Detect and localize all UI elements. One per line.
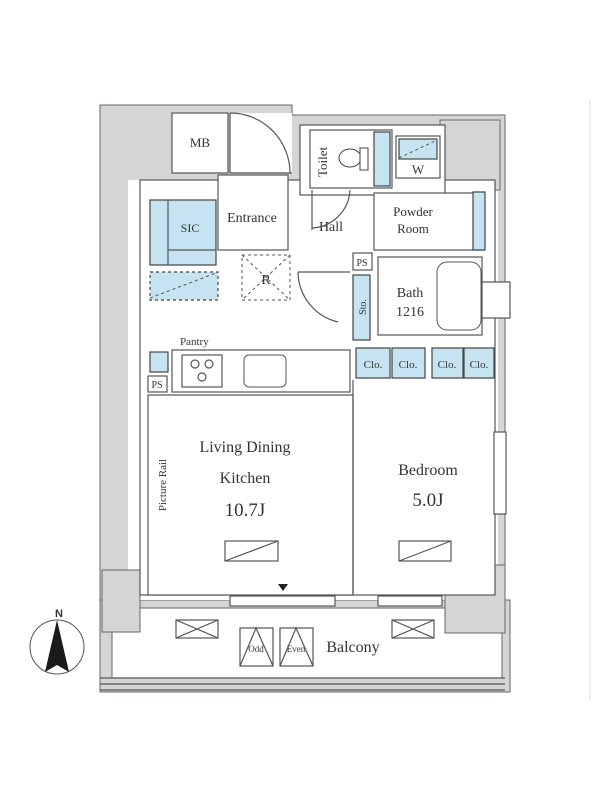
even-refuse-hatch [279,627,314,667]
hall-door[interactable] [297,271,350,323]
north-arrow-icon [45,620,69,672]
bedroom-size: 5.0J [412,490,443,511]
ldk-label-2: Kitchen [220,470,271,487]
closet-label: Clo. [438,359,457,371]
closets: Clo. Clo. Clo. Clo. [355,347,495,379]
picture-rail-label: Picture Rail [157,459,169,511]
closet-label: Clo. [470,359,489,371]
powder-room-label-2: Room [397,221,429,236]
closet[interactable] [355,347,391,379]
closet-label: Clo. [399,359,418,371]
pantry-label: Pantry [180,336,209,348]
refrigerator-space [241,254,291,301]
refrigerator-label: R [261,273,271,288]
ps-shaft [352,252,373,271]
toilet-bowl-icon [338,148,362,168]
ps-kitchen-label: PS [151,380,162,391]
odd-refuse-hatch [239,627,274,667]
ldk-label-1: Living Dining [199,439,290,456]
compass-north-label: N [55,608,63,620]
washer-label: W [412,162,425,177]
closet[interactable] [463,347,495,379]
balcony-label: Balcony [326,639,379,656]
mb-label: MB [190,135,211,150]
ldk-size: 10.7J [225,500,266,521]
bathtub [436,261,482,331]
mb-closet [171,112,229,174]
bath-label-1: Bath [397,286,423,301]
hall-label: Hall [319,220,343,235]
bedroom-label: Bedroom [398,462,458,479]
even-label: Even [287,644,306,654]
odd-label: Odd [248,644,264,654]
storage [352,274,371,341]
sink-icon [243,354,287,388]
ps-hall-label: PS [356,258,367,269]
entrance-area [217,174,289,251]
powder-room [373,192,485,251]
closet-label: Clo. [364,359,383,371]
sic-label: SIC [181,221,200,235]
entry-marker-icon [278,584,288,591]
entrance-door[interactable] [229,112,292,174]
bedroom-balcony-window[interactable] [377,595,443,607]
storage-label: Sto. [358,299,369,315]
sic-closet [149,199,217,266]
ldk-window[interactable] [229,595,336,607]
closet[interactable] [391,347,426,379]
closet[interactable] [431,347,464,379]
north-compass: N [29,608,85,675]
toilet-label: Toilet [315,147,330,178]
powder-room-label-1: Powder [393,204,433,219]
bath-label-2: 1216 [396,305,424,320]
living-dining-kitchen [147,394,354,596]
stove-icon [181,354,223,388]
entrance-label: Entrance [227,211,277,226]
bedroom-window[interactable] [493,431,507,515]
